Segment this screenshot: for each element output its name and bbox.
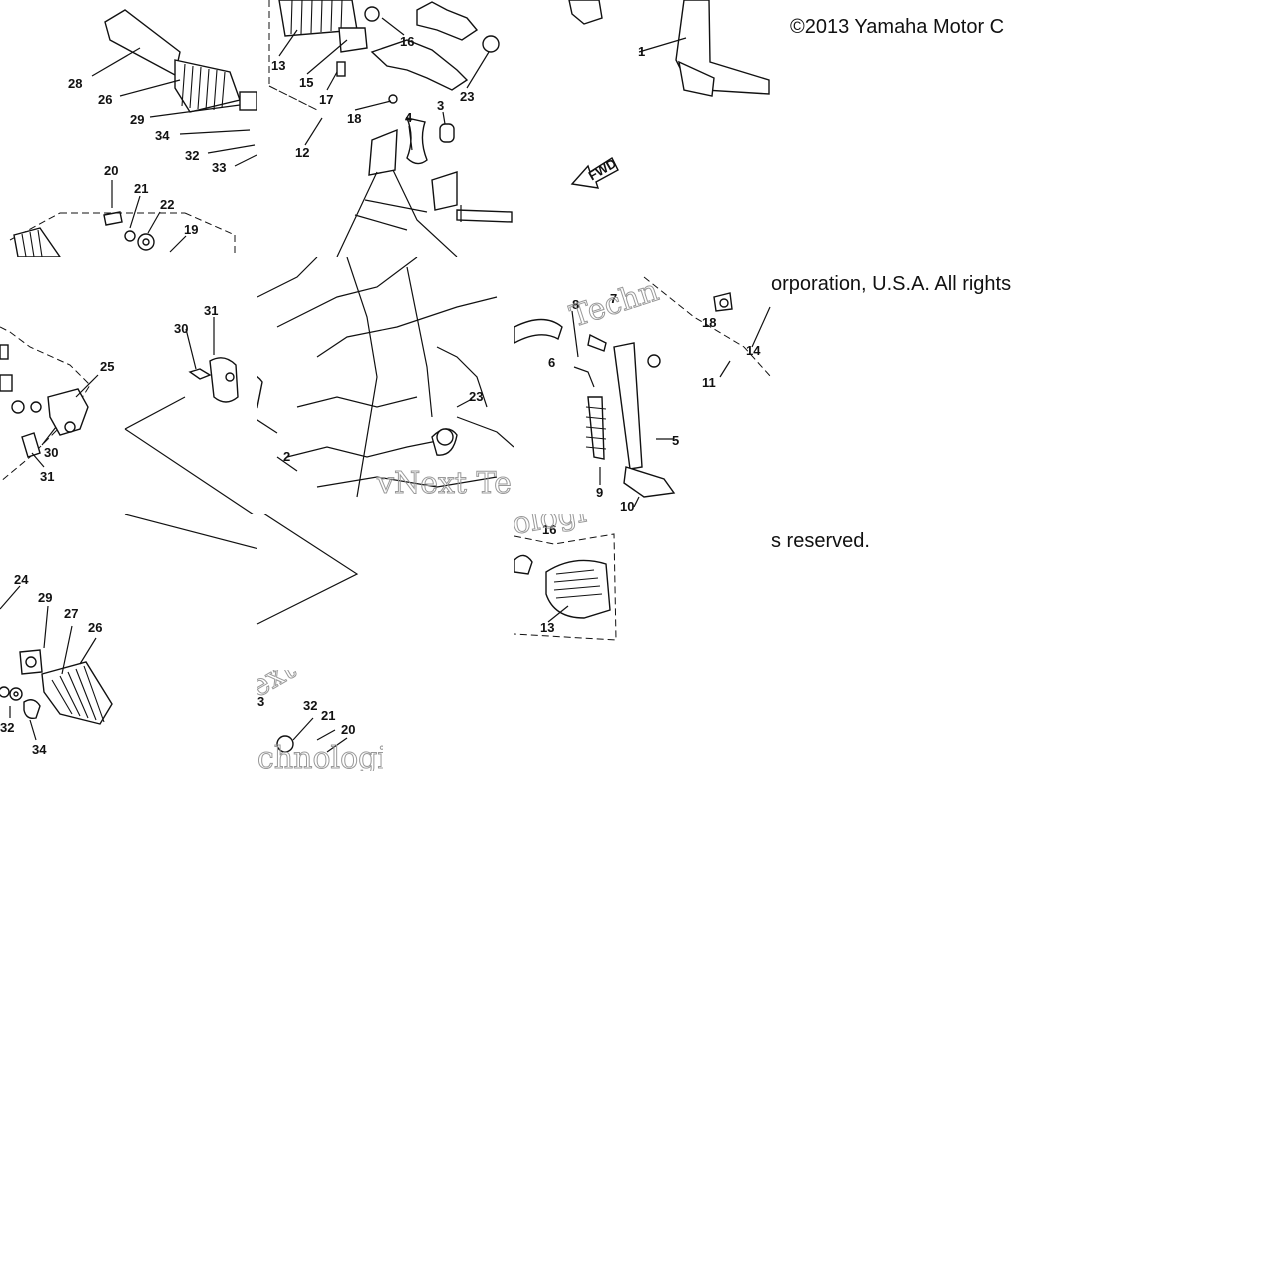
callout-23-frame: 23: [469, 389, 483, 404]
callout-32: 32: [185, 148, 199, 163]
callout-13-lower: 13: [540, 620, 554, 635]
copyright-line-1: ©2013 Yamaha Motor C: [790, 16, 1005, 38]
callout-18: 18: [347, 111, 361, 126]
callout-6: 6: [548, 355, 555, 370]
callout-13: 13: [271, 58, 285, 73]
callout-1: 1: [638, 44, 645, 59]
callout-21-fragment: 21: [321, 708, 335, 723]
callout-8: 8: [572, 297, 579, 312]
callout-18-right: 18: [702, 315, 716, 330]
callout-32-fragment: 32: [303, 698, 317, 713]
callout-32-front: 32: [0, 720, 14, 735]
copyright-line-2: orporation, U.S.A. All rights: [771, 273, 1012, 295]
callout-7: 7: [610, 291, 617, 306]
callout-5: 5: [672, 433, 679, 448]
callout-3: 3: [437, 98, 444, 113]
callout-3-fragment: 3: [257, 694, 264, 709]
diagram-tile-callouts-right: 18 14 11: [640, 257, 771, 397]
diagram-tile-main-stand-upper: 13 15 17 16 23 18 4 3 12: [257, 0, 514, 257]
callout-30-upper: 30: [174, 321, 188, 336]
watermark-text-3: ologi: [514, 514, 589, 542]
callout-33: 33: [212, 160, 226, 175]
diagram-tile-frame: 33 2 23 vNext Te: [257, 257, 514, 514]
footrest-peg: [104, 9, 257, 113]
callout-9: 9: [596, 485, 603, 500]
callout-31-upper: 31: [204, 303, 218, 318]
diagram-tile-footrest-front: 24 29 27 26 32 34: [0, 514, 257, 771]
diagram-tile-footrest-rear: 28 26 29 34 32 33 20 21 22 19: [0, 0, 257, 257]
diagram-tile-footrest-13: 13 16 ologi: [514, 514, 771, 771]
callout-2: 2: [283, 449, 290, 464]
callout-29-front: 29: [38, 590, 52, 605]
callout-14: 14: [746, 343, 761, 358]
callout-26-front: 26: [88, 620, 102, 635]
callout-31-lower: 31: [40, 469, 54, 484]
callout-20: 20: [104, 163, 118, 178]
callout-12: 12: [295, 145, 309, 160]
diagram-tile-footrest-bracket: 30 31 25 30 31: [0, 257, 257, 514]
callout-16: 16: [400, 34, 414, 49]
callout-17: 17: [319, 92, 333, 107]
callout-28: 28: [68, 76, 82, 91]
callout-29: 29: [130, 112, 144, 127]
callout-15: 15: [299, 75, 313, 90]
callout-4: 4: [405, 110, 413, 125]
callout-19: 19: [184, 222, 198, 237]
callout-34-front: 34: [32, 742, 47, 757]
callout-30-lower: 30: [44, 445, 58, 460]
diagram-tile-stand-body: FWD 1: [514, 0, 771, 257]
callout-16-lower: 16: [542, 522, 556, 537]
callout-10: 10: [620, 499, 634, 514]
callout-24: 24: [14, 572, 29, 587]
fwd-arrow-icon: FWD: [570, 156, 619, 189]
callout-22: 22: [160, 197, 174, 212]
diagram-tile-fragment: 3 32 21 20 ext chnologi: [257, 670, 383, 771]
callout-27: 27: [64, 606, 78, 621]
callout-20-fragment: 20: [341, 722, 355, 737]
copyright-line-3: s reserved.: [771, 530, 870, 552]
callout-34: 34: [155, 128, 170, 143]
watermark-text: vNext Te: [376, 466, 512, 501]
watermark-text-4: ext: [257, 670, 301, 705]
diagram-tile-side-stand: 8 7 6 9 5 10 Techn: [514, 257, 771, 514]
callout-21: 21: [134, 181, 148, 196]
callout-25: 25: [100, 359, 114, 374]
callout-26: 26: [98, 92, 112, 107]
callout-23: 23: [460, 89, 474, 104]
watermark-text-5: chnologi: [257, 741, 383, 771]
callout-11: 11: [702, 375, 716, 390]
